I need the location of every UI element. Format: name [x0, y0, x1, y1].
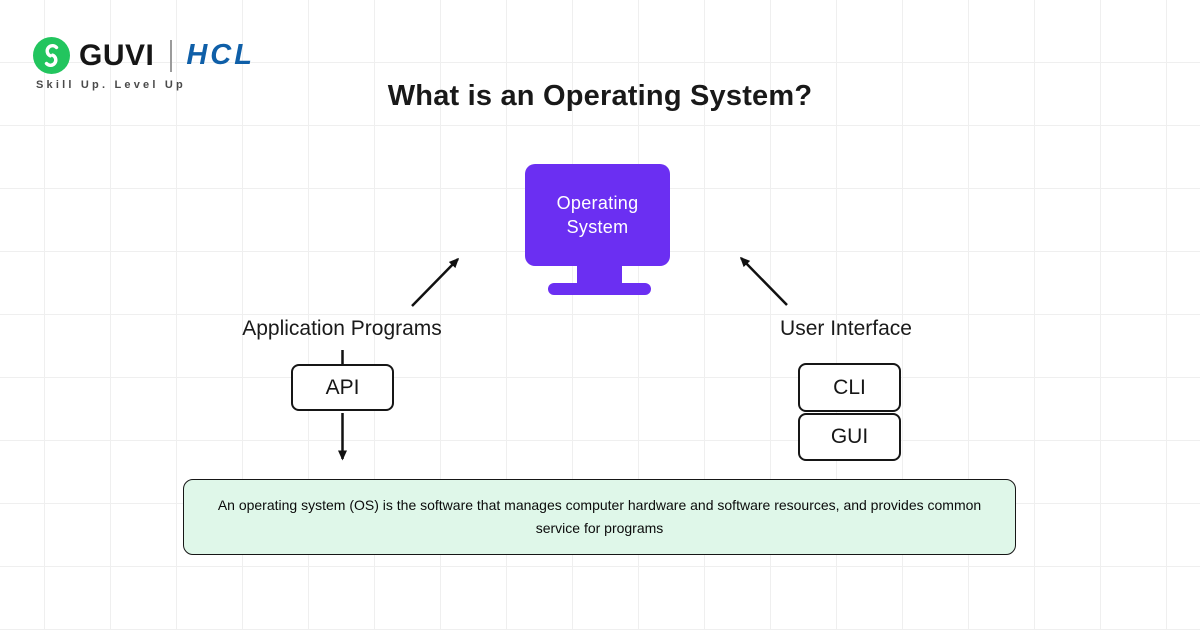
- os-monitor-stand: [577, 262, 622, 286]
- os-definition-box: An operating system (OS) is the software…: [183, 479, 1016, 555]
- os-monitor-screen: Operating System: [525, 164, 670, 266]
- arrow-ui-to-os-icon: [739, 256, 788, 306]
- guvi-wordmark: GUVI: [79, 38, 155, 72]
- api-node-label: API: [325, 375, 360, 399]
- brand-divider: [170, 39, 173, 72]
- left-branch-label: Application Programs: [242, 317, 442, 340]
- api-node-box: API: [291, 364, 394, 411]
- hcl-wordmark: HCL: [186, 39, 255, 71]
- arrow-apps-to-os-icon: [411, 257, 460, 307]
- guvi-logo-icon: [33, 37, 70, 74]
- brand-tagline: Skill Up. Level Up: [36, 79, 186, 91]
- gui-node-box: GUI: [798, 413, 901, 461]
- cli-node-label: CLI: [833, 375, 866, 399]
- cli-node-box: CLI: [798, 363, 901, 412]
- gui-node-label: GUI: [830, 425, 869, 448]
- os-definition-text: An operating system (OS) is the software…: [217, 497, 982, 536]
- os-monitor-base: [548, 283, 651, 295]
- os-node-label: Operating System: [556, 193, 639, 237]
- right-branch-label: User Interface: [780, 317, 912, 340]
- brand-header: GUVI HCL: [33, 37, 255, 74]
- page-title: What is an Operating System?: [387, 80, 813, 112]
